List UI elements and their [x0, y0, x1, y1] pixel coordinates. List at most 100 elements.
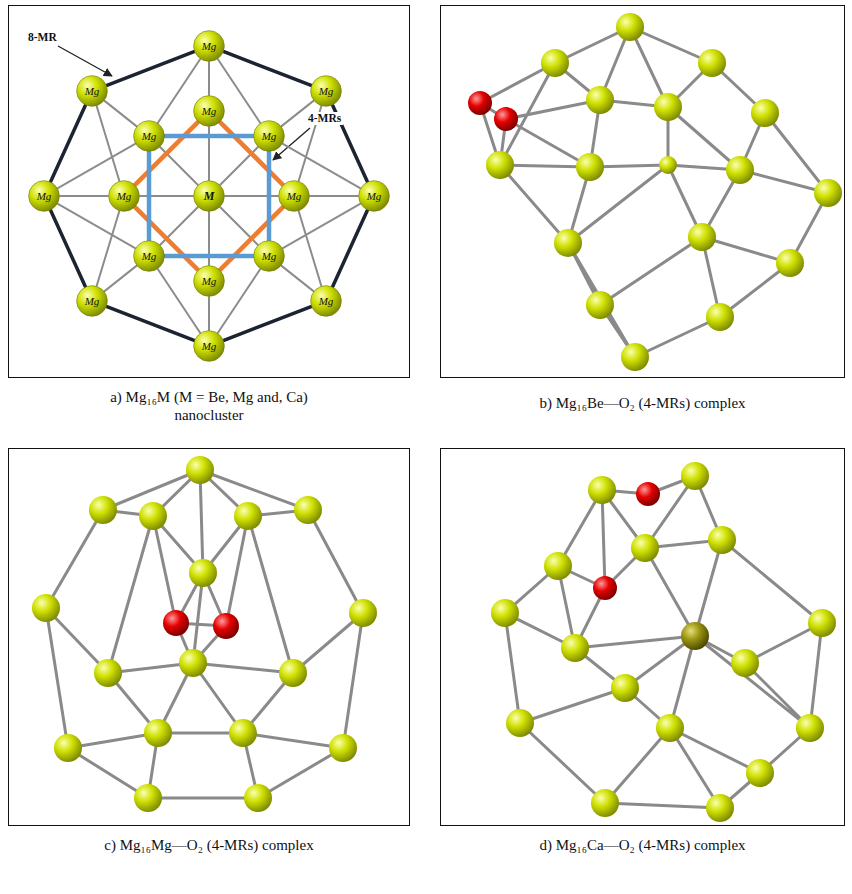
atom-sphere-fill — [194, 31, 225, 62]
panel-frame: b) Mg₁₆Be—O₂ (4-MRs) complex — [440, 5, 845, 378]
bond-lines — [480, 27, 828, 357]
atom-sphere-fill — [77, 76, 108, 107]
mg-atom — [588, 476, 616, 504]
mg-atom — [349, 599, 377, 627]
atom-label: M — [204, 190, 215, 202]
atom-circle: Mg — [193, 330, 225, 362]
bond-line — [97, 106, 120, 180]
mg-atom — [541, 49, 569, 77]
mg-atom — [706, 794, 734, 822]
bond-line — [165, 254, 253, 259]
mg-atom — [491, 599, 519, 627]
atom-circle: Mg — [76, 75, 108, 107]
mg-atom — [244, 784, 272, 812]
mg16ca-o2-cluster — [491, 462, 836, 822]
atom-sphere-fill — [194, 181, 225, 212]
o-atom — [163, 610, 189, 636]
panel-caption: a) Mg₁₆M (M = Be, Mg and, Ca) nanocluste… — [93, 388, 325, 424]
mg-atom — [656, 714, 684, 742]
panel-frame: a) Mg₁₆M (M = Be, Mg and, Ca) nanocluste… — [8, 5, 410, 378]
bond-line — [105, 101, 137, 126]
mg-atom — [698, 49, 726, 77]
atom-circle: Mg — [108, 180, 140, 212]
mg-atom — [616, 13, 644, 41]
atom-sphere-fill — [279, 181, 310, 212]
bond-line — [333, 211, 368, 287]
atom-circle: Mg — [193, 95, 225, 127]
panel-frame: c) Mg₁₆Mg—O₂ (4-MRs) complex — [8, 448, 410, 826]
mg-atom — [561, 634, 589, 662]
ring-label: 4-MRs — [306, 112, 343, 125]
mg-atom — [186, 456, 214, 484]
atom-label: Mg — [262, 130, 277, 142]
bond-line — [220, 122, 282, 184]
mg-atom — [621, 343, 649, 371]
bond-line — [224, 52, 311, 86]
bond-line — [220, 207, 282, 269]
bond-line — [165, 134, 253, 139]
bond-line — [60, 195, 108, 197]
mg16mg-o2-cluster — [32, 456, 377, 812]
mg-atom — [708, 526, 736, 554]
atom-circle: Mg — [133, 240, 165, 272]
o-atom — [213, 613, 239, 639]
mg16be-o2-cluster — [468, 13, 842, 371]
mg-atom — [554, 229, 582, 257]
bond-line — [51, 106, 86, 182]
atom-circle: Mg — [310, 285, 342, 317]
atom-label: Mg — [262, 250, 277, 262]
atom-sphere-fill — [134, 241, 165, 272]
mg-atom — [586, 291, 614, 319]
mg-atom — [706, 303, 734, 331]
atom-label: Mg — [85, 295, 100, 307]
atom-sphere-fill — [254, 241, 285, 272]
mg-atom — [234, 502, 262, 530]
mg-atom — [54, 734, 82, 762]
mg-atom — [681, 462, 709, 490]
atom-label: Mg — [202, 40, 217, 52]
atom-circle: Mg — [133, 120, 165, 152]
mg-atom — [688, 223, 716, 251]
mg-atom — [814, 179, 842, 207]
bond-line — [135, 122, 197, 184]
mg-atom — [751, 99, 779, 127]
mg-atom — [544, 552, 572, 580]
atom-label: Mg — [142, 250, 157, 262]
panel-caption: b) Mg₁₆Be—O₂ (4-MRs) complex — [448, 394, 838, 412]
atom-circle: Mg — [253, 240, 285, 272]
atom-sphere-fill — [194, 96, 225, 127]
atom-label: Mg — [319, 85, 334, 97]
mg-atom — [746, 759, 774, 787]
o-atom — [593, 576, 617, 600]
mg-atom — [89, 496, 117, 524]
o-atom — [494, 107, 518, 131]
be-atom — [659, 156, 677, 174]
atom-circle: Mg — [28, 180, 60, 212]
atom-circle: M — [193, 180, 225, 212]
o-atom — [636, 482, 660, 506]
mg-atom — [179, 649, 207, 677]
atom-sphere-fill — [29, 181, 60, 212]
bond-line — [107, 307, 194, 341]
mg-atom — [591, 789, 619, 817]
atom-circle: Mg — [253, 120, 285, 152]
mg-atom — [134, 784, 162, 812]
atom-sphere-fill — [359, 181, 390, 212]
mg-atom — [796, 714, 824, 742]
atom-sphere-fill — [194, 266, 225, 297]
mg-atom — [229, 719, 257, 747]
panel-caption: c) Mg₁₆Mg—O₂ (4-MRs) complex — [14, 836, 404, 854]
mg-atom — [329, 734, 357, 762]
mg-atom — [294, 496, 322, 524]
ring-label: 8-MR — [26, 31, 59, 44]
atom-circle: Mg — [310, 75, 342, 107]
atom-sphere-fill — [254, 121, 285, 152]
bond-line — [310, 195, 358, 197]
mg-atom — [776, 249, 804, 277]
mg-atom — [94, 659, 122, 687]
atom-sphere-fill — [77, 286, 108, 317]
panel-frame: d) Mg₁₆Ca—O₂ (4-MRs) complex — [440, 448, 845, 826]
atom-sphere-fill — [134, 121, 165, 152]
